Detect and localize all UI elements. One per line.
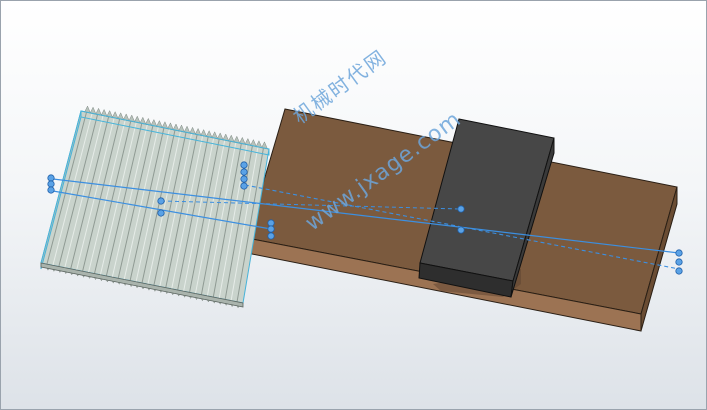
bellows-fold-line (70, 116, 110, 270)
bellows-fold-line (183, 137, 215, 292)
bellows-fold-line (52, 113, 93, 266)
slider-block[interactable] (418, 118, 555, 298)
bellows-cover[interactable] (40, 105, 270, 309)
sketch-node[interactable] (240, 168, 248, 176)
bellows-fold-line (171, 135, 204, 289)
bellows-fold-line (105, 123, 143, 277)
sketch-node[interactable] (240, 161, 248, 169)
bellows-fold-line (194, 139, 226, 294)
bellows-fold-line (123, 126, 159, 280)
sketch-node[interactable] (675, 249, 683, 257)
bellows-fold-line (46, 111, 88, 265)
sketch-node[interactable] (47, 180, 55, 188)
bellows-fold-line (153, 132, 187, 286)
bellows-fold-line (224, 145, 253, 300)
sketch-node[interactable] (240, 175, 248, 183)
sketch-node[interactable] (157, 209, 165, 217)
bellows-fold-line (177, 136, 209, 291)
bellows-fold-line (117, 125, 154, 279)
bellows-fold-line (165, 134, 198, 288)
bellows-fold-line (64, 115, 104, 268)
sketch-node[interactable] (457, 205, 465, 213)
bellows-fold-line (111, 124, 148, 278)
bellows-folds (44, 105, 268, 309)
sketch-node[interactable] (47, 186, 55, 194)
sketch-node[interactable] (267, 232, 275, 240)
base-plate-right-face (640, 186, 678, 332)
bellows-fold-line (189, 138, 220, 293)
bellows-fold-line (93, 120, 132, 274)
bellows-fold-line (230, 146, 259, 301)
bellows-fold-line (135, 128, 170, 282)
sketch-node[interactable] (675, 267, 683, 275)
bellows-fold-line (206, 142, 237, 297)
sketch-node[interactable] (267, 219, 275, 227)
bellows-fold-line (82, 118, 121, 272)
bellows-cover-left-edge (40, 110, 82, 270)
bellows-fold-line (99, 122, 137, 275)
bellows-fold-line (76, 117, 115, 271)
sketch-line-upper[interactable] (52, 178, 680, 254)
sketch-node[interactable] (675, 258, 683, 266)
sketch-node[interactable] (240, 182, 248, 190)
bellows-fold-line (88, 119, 126, 273)
bellows-fold-line (200, 141, 231, 295)
sketch-node[interactable] (47, 174, 55, 182)
bellows-fold-line (212, 143, 242, 298)
bellows-fold-line (129, 127, 165, 281)
bellows-cover-bottom-edge (40, 262, 244, 308)
bellows-fold-line (58, 114, 99, 267)
sketch-nodes[interactable] (47, 161, 683, 275)
sketch-node[interactable] (457, 226, 465, 234)
sketch-node[interactable] (157, 197, 165, 205)
bellows-fold-line (147, 131, 182, 285)
bellows-fold-line (159, 133, 193, 287)
bellows-fold-line (141, 129, 176, 284)
sketch-line-mid-dashed[interactable] (160, 200, 462, 210)
sketch-line-lower-dashed[interactable] (244, 184, 680, 270)
slider-block-right-face (510, 137, 555, 298)
sketch-node[interactable] (267, 225, 275, 233)
